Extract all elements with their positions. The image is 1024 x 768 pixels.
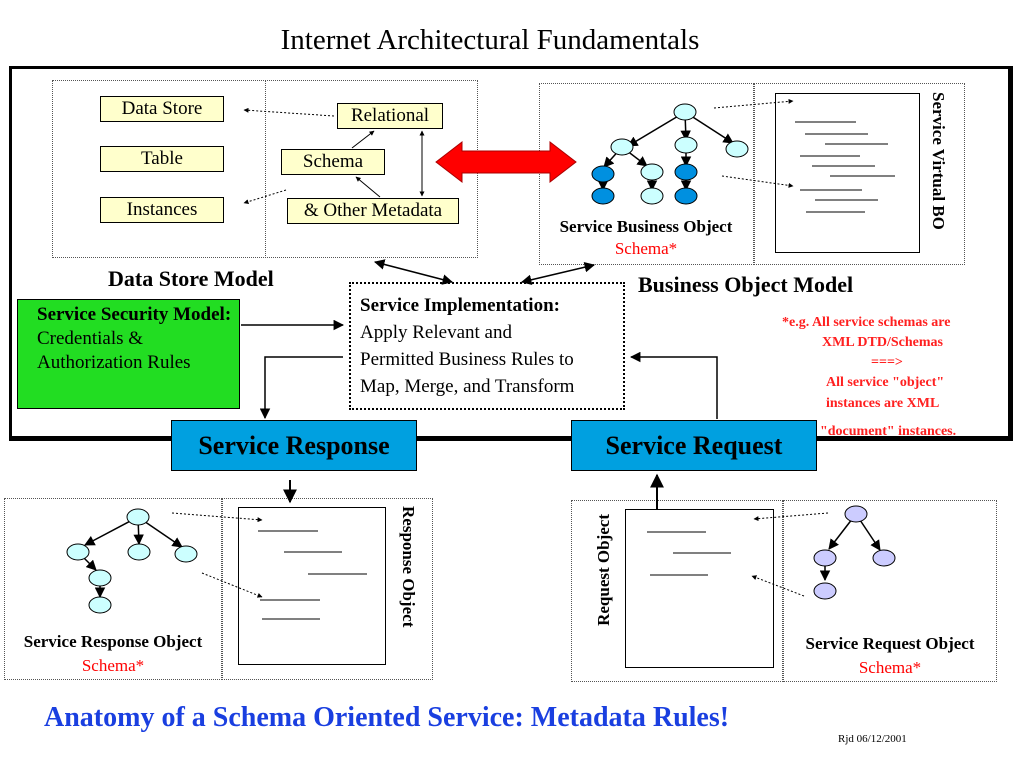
- note-line-4: All service "object": [826, 375, 945, 390]
- business-object-model-heading: Business Object Model: [638, 272, 854, 297]
- request-object-tree-box: [783, 500, 997, 682]
- business-object-box: [539, 83, 754, 265]
- virtual-bo-text-lines: [795, 121, 895, 213]
- tree-node: [88, 569, 112, 587]
- request-object-document: [625, 509, 774, 668]
- request-object-tree: [813, 505, 896, 600]
- tree-node: [126, 508, 150, 526]
- response-tree-to-doc-arrow-2: [201, 572, 263, 598]
- equivalence-arrow: [435, 140, 577, 184]
- note-line-2: XML DTD/Schemas: [822, 335, 943, 350]
- architecture-frame: [9, 66, 1013, 441]
- note-line-6: "document" instances.: [820, 424, 957, 439]
- footer-title: Anatomy of a Schema Oriented Service: Me…: [44, 702, 730, 733]
- response-tree-to-doc-arrow-1: [171, 512, 263, 523]
- implementation-title: Service Implementation:: [360, 295, 560, 316]
- instances-label: Instances: [100, 197, 224, 223]
- tree-node: [66, 543, 90, 561]
- tree-node: [591, 165, 615, 183]
- sbo-caption: Service Business Object: [559, 217, 733, 236]
- tree-node: [844, 505, 868, 523]
- metadata-to-instances-arrow: [243, 189, 287, 205]
- metadata-to-schema-arrow: [355, 176, 381, 198]
- data-store-divider: [265, 80, 266, 258]
- tree-node: [591, 187, 615, 205]
- bo-impl-arrow: [520, 262, 596, 285]
- tree-node: [813, 582, 837, 600]
- virtual-bo-box: [754, 83, 965, 265]
- request-doc-text-lines: [647, 531, 731, 576]
- response-object-document: [238, 507, 386, 665]
- security-model-box: Service Security Model: Credentials & Au…: [17, 299, 240, 409]
- relational-to-datastore-arrow: [243, 107, 335, 117]
- tree-node: [674, 136, 698, 154]
- note-line-5: instances are XML: [826, 396, 940, 411]
- response-object-tree-box: [4, 498, 222, 680]
- tree-node: [872, 549, 896, 567]
- note-line-3: ===>: [871, 355, 903, 370]
- tree-node: [674, 163, 698, 181]
- business-object-tree: [591, 103, 749, 205]
- request-tree-to-doc-arrow-1: [753, 512, 829, 522]
- data-store-model-heading: Data Store Model: [108, 266, 274, 291]
- tree-node: [640, 187, 664, 205]
- implementation-line-2: Permitted Business Rules to: [360, 349, 574, 370]
- note-line-1: *e.g. All service schemas are: [782, 315, 951, 330]
- service-request-object-caption: Service Request Object: [805, 634, 975, 653]
- tree-node: [127, 543, 151, 561]
- response-object-doc-box: [222, 498, 433, 680]
- implementation-line-1: Apply Relevant and: [360, 322, 512, 343]
- tree-node: [88, 596, 112, 614]
- tree-node: [174, 545, 198, 563]
- security-model-title: Service Security Model:: [37, 304, 232, 325]
- bo-to-virtual-arrow-2: [721, 175, 794, 188]
- service-response-object-caption: Service Response Object: [23, 632, 203, 651]
- impl-to-response-arrow: [259, 356, 343, 420]
- schema-to-relational-arrow: [351, 130, 375, 149]
- schema-label: Schema: [281, 149, 385, 175]
- sbo-schema: Schema*: [614, 239, 678, 258]
- request-tree-to-doc-arrow-2: [751, 575, 805, 597]
- other-metadata-label: & Other Metadata: [287, 198, 459, 224]
- bo-to-virtual-arrow-1: [713, 98, 794, 109]
- datastore-impl-arrow: [373, 259, 454, 285]
- service-implementation-box: Service Implementation: Apply Relevant a…: [349, 282, 625, 410]
- tree-node: [610, 138, 634, 156]
- implementation-line-3: Map, Merge, and Transform: [360, 376, 575, 397]
- security-model-body: Credentials & Authorization Rules: [37, 328, 191, 373]
- service-response-object-schema: Schema*: [81, 656, 145, 675]
- table-label: Table: [100, 146, 224, 172]
- request-object-doc-box: [571, 500, 783, 682]
- signature: Rjd 06/12/2001: [838, 733, 907, 745]
- virtual-bo-label: Service Virtual BO: [929, 92, 948, 230]
- tree-node: [813, 549, 837, 567]
- response-object-label: Response Object: [399, 506, 418, 628]
- service-request-button[interactable]: Service Request: [571, 420, 817, 471]
- page-title: Internet Architectural Fundamentals: [280, 24, 700, 56]
- response-object-tree: [66, 508, 198, 614]
- tree-node: [673, 103, 697, 121]
- service-request-object-schema: Schema*: [858, 658, 922, 677]
- response-doc-text-lines: [258, 530, 367, 620]
- data-store-label: Data Store: [100, 96, 224, 122]
- request-to-impl-arrow: [629, 351, 718, 419]
- virtual-bo-document: [775, 93, 920, 253]
- tree-node: [674, 187, 698, 205]
- service-response-button[interactable]: Service Response: [171, 420, 417, 471]
- relational-label: Relational: [337, 103, 443, 129]
- tree-node: [725, 140, 749, 158]
- tree-node: [640, 163, 664, 181]
